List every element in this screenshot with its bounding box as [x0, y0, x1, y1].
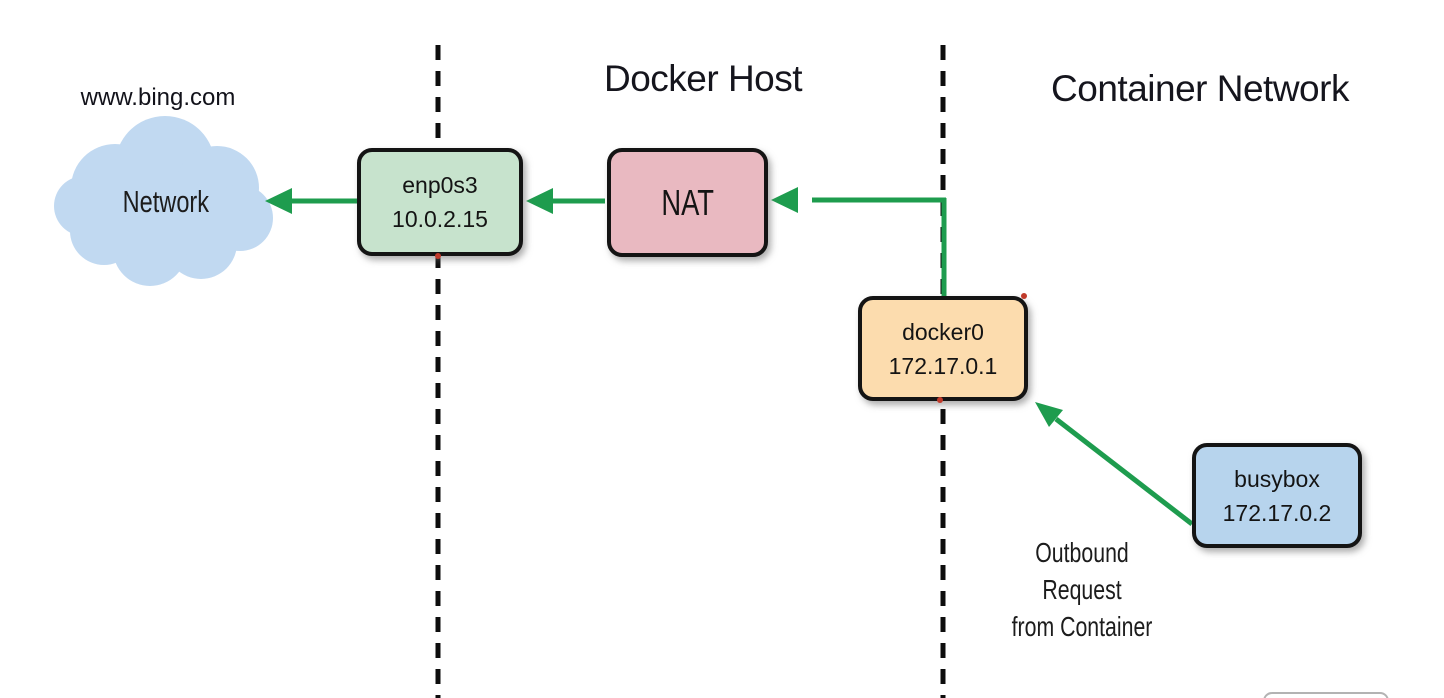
- node-enp0s3: enp0s3 10.0.2.15: [357, 148, 523, 256]
- arrow-docker0-to-nat: [771, 187, 947, 300]
- node-busybox-name: busybox: [1234, 465, 1320, 492]
- node-busybox-ip: 172.17.0.2: [1222, 499, 1332, 526]
- arrow-enp0s3-to-network: [265, 188, 359, 214]
- node-docker0: docker0 172.17.0.1: [858, 296, 1028, 401]
- network-cloud-label-text: Network: [122, 184, 209, 219]
- node-nat: NAT: [607, 148, 768, 257]
- cutoff-widget: [1263, 692, 1389, 698]
- annotation-line-1: Outbound: [1035, 537, 1129, 568]
- network-cloud-label: Network: [93, 184, 238, 220]
- node-enp0s3-ip: 10.0.2.15: [392, 206, 488, 232]
- node-busybox: busybox 172.17.0.2: [1192, 443, 1362, 548]
- node-nat-name: NAT: [661, 181, 714, 223]
- connector-dot: [435, 253, 441, 259]
- url-label: www.bing.com: [80, 84, 236, 111]
- node-docker0-name: docker0: [902, 318, 984, 345]
- zone-title-docker-host: Docker Host: [603, 58, 803, 99]
- arrow-nat-to-enp0s3: [526, 188, 605, 214]
- node-enp0s3-name: enp0s3: [402, 172, 478, 198]
- outbound-request-annotation: Outbound Request from Container: [952, 534, 1212, 645]
- network-cloud-shape: [54, 116, 273, 286]
- connector-dot: [1021, 293, 1027, 299]
- zone-title-container-network: Container Network: [1051, 68, 1349, 109]
- annotation-line-3: from Container: [1011, 611, 1153, 642]
- node-docker0-ip: 172.17.0.1: [888, 352, 998, 379]
- connector-dot: [937, 397, 943, 403]
- arrow-busybox-to-docker0: [1035, 402, 1194, 526]
- annotation-line-2: Request: [1042, 574, 1122, 605]
